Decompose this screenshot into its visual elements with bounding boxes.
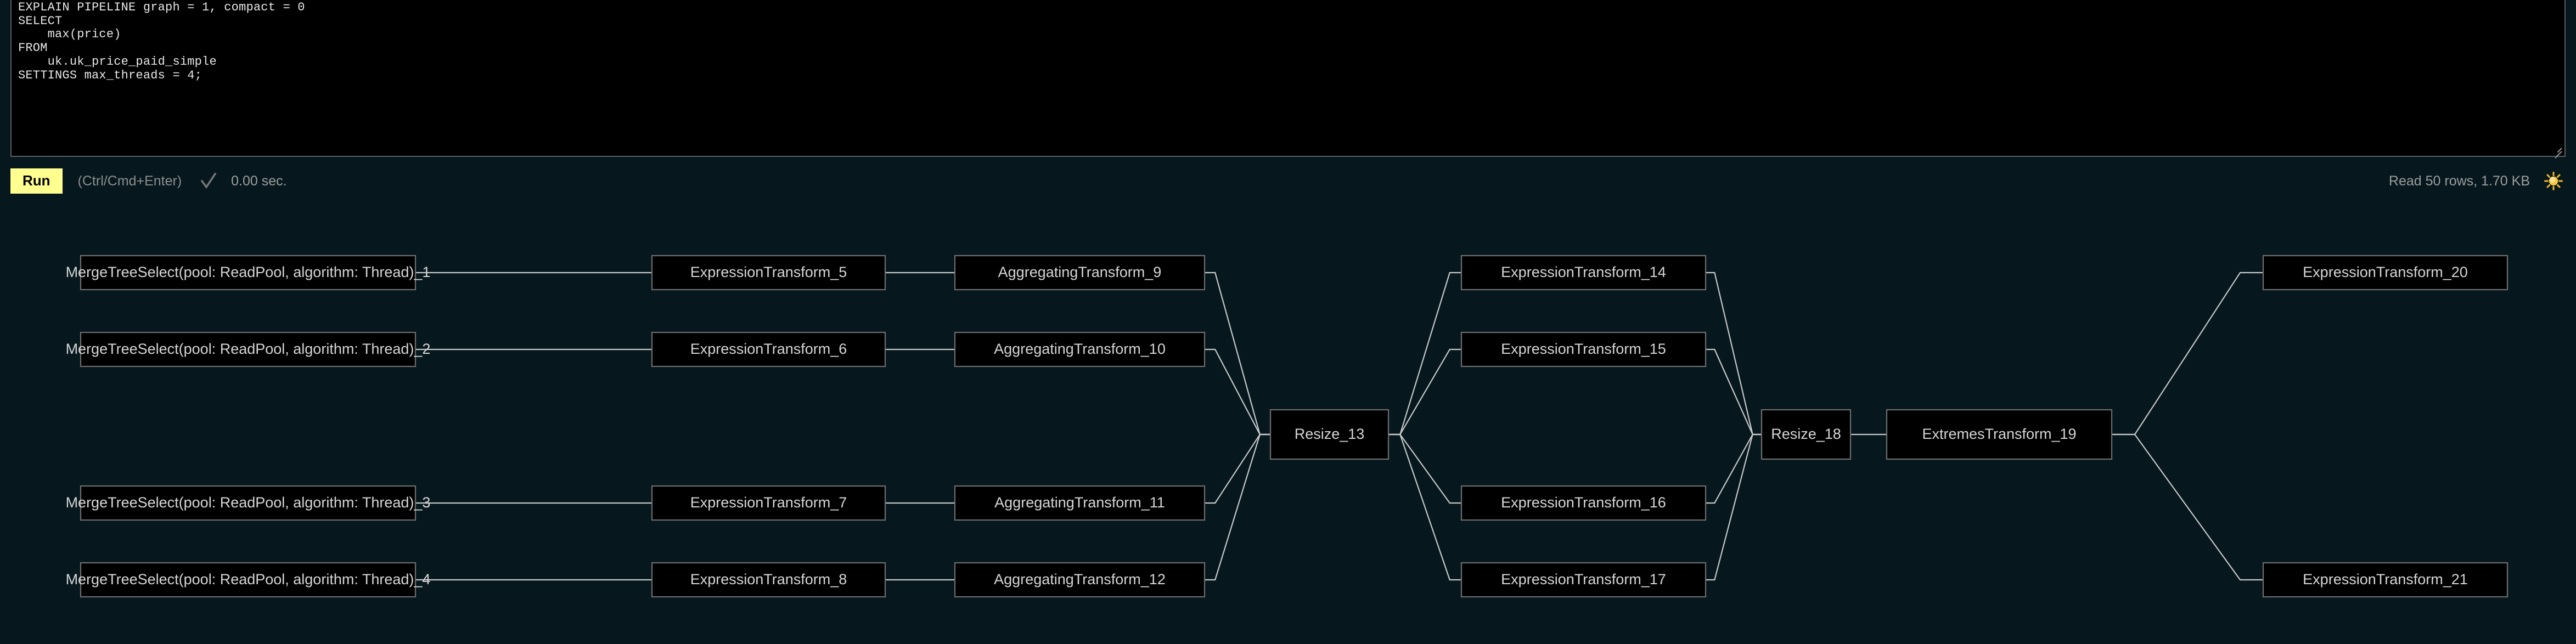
run-shortcut-hint: (Ctrl/Cmd+Enter) [77, 173, 182, 189]
graph-node-box [1761, 409, 1852, 460]
graph-edge [1706, 433, 1762, 504]
graph-edge [1388, 433, 1461, 581]
graph-node[interactable]: ExpressionTransform_17 [1460, 562, 1707, 598]
graph-node-box [651, 562, 886, 598]
graph-node-box [1460, 562, 1707, 598]
graph-edge [2112, 433, 2263, 581]
graph-node-box [80, 331, 417, 368]
graph-node-box [954, 331, 1206, 368]
elapsed-time: 0.00 sec. [231, 173, 287, 189]
graph-node-box [80, 255, 417, 291]
graph-node[interactable]: MergeTreeSelect(pool: ReadPool, algorith… [66, 562, 431, 598]
graph-node-box [1460, 485, 1707, 521]
graph-node[interactable]: AggregatingTransform_9 [954, 255, 1206, 291]
graph-node-box [1460, 331, 1707, 368]
graph-node[interactable]: Resize_13 [1269, 409, 1390, 460]
graph-edge [1205, 272, 1270, 436]
graph-edge [2112, 272, 2263, 436]
sql-query-editor[interactable] [10, 0, 2566, 157]
graph-node[interactable]: MergeTreeSelect(pool: ReadPool, algorith… [66, 255, 431, 291]
graph-node[interactable]: ExpressionTransform_16 [1460, 485, 1707, 521]
graph-edge [1205, 348, 1270, 436]
graph-node[interactable]: ExpressionTransform_20 [2262, 255, 2508, 291]
graph-node-label: AggregatingTransform_12 [994, 571, 1166, 587]
graph-node-box [651, 331, 886, 368]
graph-edge [1205, 433, 1270, 504]
graph-node-box [954, 255, 1206, 291]
graph-edge [1706, 348, 1762, 436]
graph-edge [1388, 348, 1461, 436]
graph-node-label: ExpressionTransform_6 [690, 341, 847, 357]
graph-node-label: MergeTreeSelect(pool: ReadPool, algorith… [66, 264, 431, 280]
graph-node-layer: MergeTreeSelect(pool: ReadPool, algorith… [66, 255, 2508, 598]
graph-node-label: AggregatingTransform_11 [994, 494, 1165, 511]
read-statistics: Read 50 rows, 1.70 KB [2388, 173, 2530, 189]
graph-node[interactable]: MergeTreeSelect(pool: ReadPool, algorith… [66, 485, 431, 521]
graph-node-box [1886, 409, 2113, 460]
graph-node-box [954, 485, 1206, 521]
graph-node[interactable]: AggregatingTransform_10 [954, 331, 1206, 368]
graph-node-label: AggregatingTransform_9 [998, 264, 1162, 280]
graph-node-label: Resize_13 [1295, 426, 1365, 442]
query-pipeline-graph: MergeTreeSelect(pool: ReadPool, algorith… [0, 208, 2576, 644]
graph-node[interactable]: ExpressionTransform_21 [2262, 562, 2508, 598]
graph-node-label: ExtremesTransform_19 [1922, 426, 2076, 442]
graph-node-label: ExpressionTransform_15 [1501, 341, 1666, 357]
graph-edge-layer [415, 272, 2263, 581]
graph-node[interactable]: ExpressionTransform_14 [1460, 255, 1707, 291]
graph-node-box [2262, 255, 2508, 291]
graph-node-label: ExpressionTransform_21 [2303, 571, 2468, 587]
graph-node-box [954, 562, 1206, 598]
graph-node-box [2262, 562, 2508, 598]
graph-node-label: MergeTreeSelect(pool: ReadPool, algorith… [66, 571, 431, 587]
graph-edge [1388, 433, 1461, 504]
graph-node[interactable]: Resize_18 [1761, 409, 1852, 460]
query-editor-panel [10, 0, 2566, 159]
graph-node[interactable]: ExpressionTransform_5 [651, 255, 886, 291]
graph-node-label: MergeTreeSelect(pool: ReadPool, algorith… [66, 494, 431, 511]
graph-node[interactable]: ExpressionTransform_6 [651, 331, 886, 368]
graph-node-label: ExpressionTransform_17 [1501, 571, 1666, 587]
query-toolbar: Run (Ctrl/Cmd+Enter) 0.00 sec. Read 50 r… [0, 165, 2576, 197]
graph-node[interactable]: ExpressionTransform_7 [651, 485, 886, 521]
graph-node[interactable]: ExpressionTransform_8 [651, 562, 886, 598]
graph-node-label: AggregatingTransform_10 [994, 341, 1166, 357]
check-icon [200, 172, 217, 190]
graph-node-label: ExpressionTransform_16 [1501, 494, 1666, 511]
graph-node[interactable]: ExpressionTransform_15 [1460, 331, 1707, 368]
graph-node-label: Resize_18 [1771, 426, 1841, 442]
graph-node[interactable]: MergeTreeSelect(pool: ReadPool, algorith… [66, 331, 431, 368]
graph-node-box [80, 485, 417, 521]
graph-node-box [80, 562, 417, 598]
graph-node-label: ExpressionTransform_8 [690, 571, 847, 587]
graph-node[interactable]: AggregatingTransform_12 [954, 562, 1206, 598]
graph-node-label: ExpressionTransform_7 [690, 494, 847, 511]
graph-edge [1706, 272, 1762, 436]
graph-node[interactable]: ExtremesTransform_19 [1886, 409, 2113, 460]
graph-node-label: ExpressionTransform_14 [1501, 264, 1666, 280]
graph-node-label: ExpressionTransform_20 [2303, 264, 2468, 280]
graph-node-label: ExpressionTransform_5 [690, 264, 847, 280]
graph-node[interactable]: AggregatingTransform_11 [954, 485, 1206, 521]
graph-edge [1706, 433, 1762, 581]
graph-node-label: MergeTreeSelect(pool: ReadPool, algorith… [66, 341, 431, 357]
sun-icon[interactable] [2544, 172, 2563, 190]
graph-node-box [1269, 409, 1390, 460]
graph-node-box [651, 485, 886, 521]
graph-edge [1388, 272, 1461, 436]
graph-node-box [1460, 255, 1707, 291]
graph-node-box [651, 255, 886, 291]
graph-edge [1205, 433, 1270, 581]
run-button[interactable]: Run [10, 168, 63, 194]
